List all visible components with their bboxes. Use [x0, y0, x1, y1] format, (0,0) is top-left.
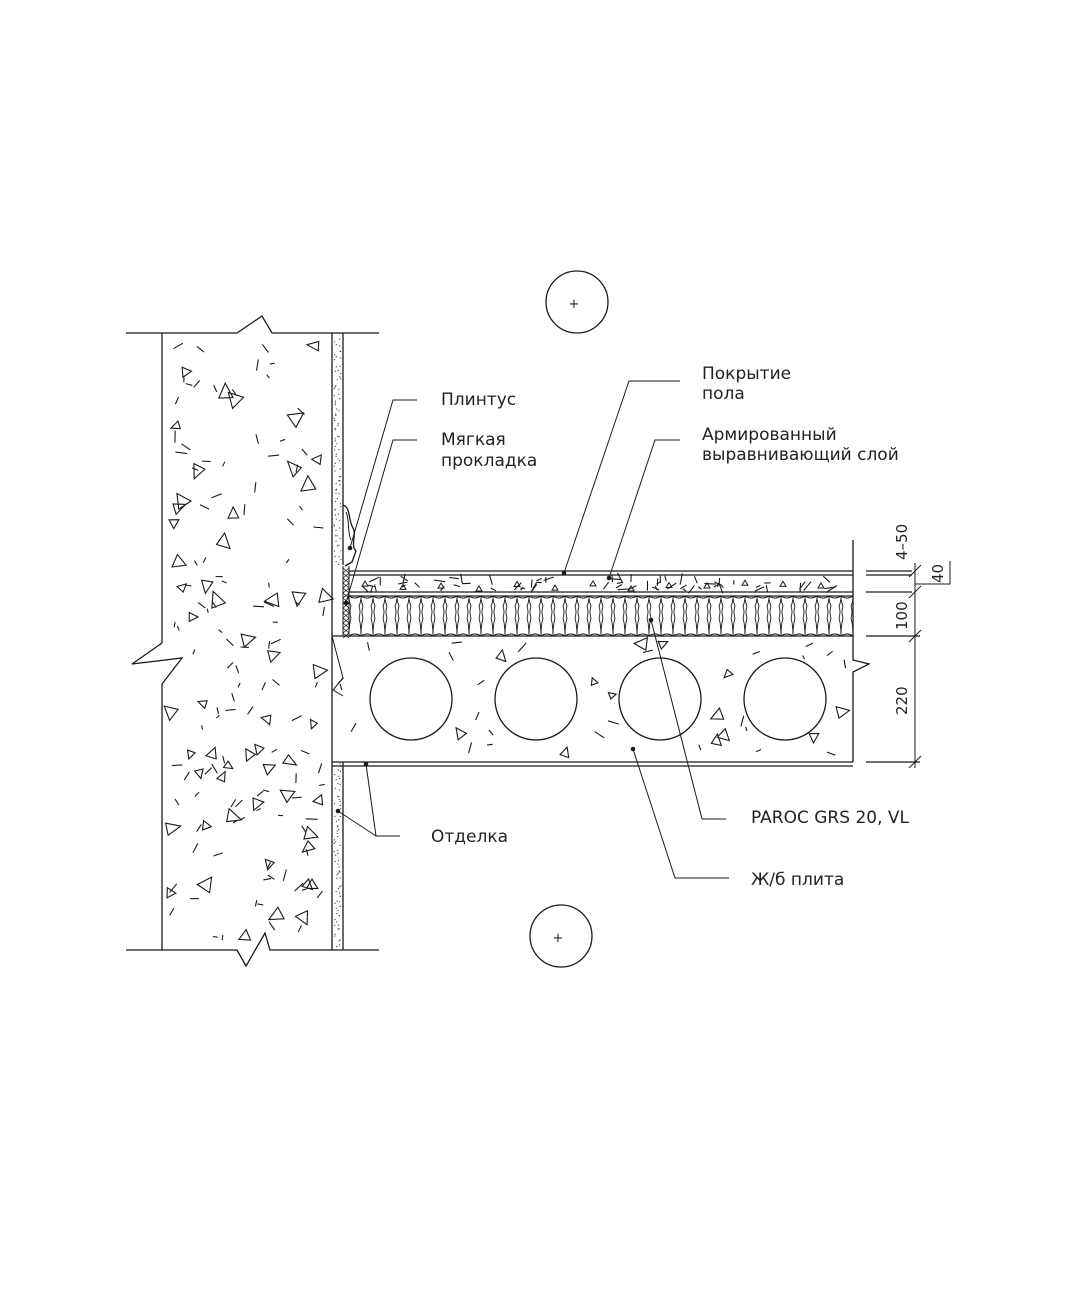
dimension-screed: 40 — [929, 564, 947, 583]
skirting-board — [342, 504, 357, 567]
hollow-core-slab — [331, 635, 920, 767]
label-screed-line1: Армированный — [702, 425, 837, 445]
label-plintus: Плинтус — [441, 390, 516, 410]
section-mark-bottom-symbol: + — [553, 931, 564, 946]
wall-concrete-hatch — [163, 340, 335, 941]
label-floor-cover-line2: пола — [702, 384, 745, 404]
floor-covering — [349, 570, 912, 576]
section-mark-top: + — [545, 270, 609, 334]
section-mark-top-symbol: + — [569, 297, 580, 312]
label-insulation: PAROC GRS 20, VL — [751, 808, 910, 828]
wall-finish-layer — [333, 333, 344, 950]
screed-hatch — [361, 572, 838, 594]
dimension-floor-cover: 4–50 — [893, 524, 911, 560]
label-finish: Отделка — [431, 827, 508, 847]
label-soft-pad-line1: Мягкая — [441, 430, 506, 450]
insulation-layer — [332, 595, 920, 637]
dimension-insulation: 100 — [893, 601, 911, 630]
soft-pad — [342, 566, 350, 639]
leader-screed — [606, 439, 680, 581]
slab-concrete-hatch — [337, 636, 851, 759]
dimension-slab: 220 — [893, 686, 911, 715]
section-mark-bottom: + — [529, 904, 593, 968]
leader-plintus — [347, 399, 417, 551]
leader-soft-pad — [343, 439, 417, 606]
concrete-wall — [126, 315, 379, 968]
leader-finish — [335, 761, 400, 837]
leader-floor-cover — [561, 380, 680, 576]
label-soft-pad-line2: прокладка — [441, 451, 537, 471]
dimension-chain: 4–50 40 100 220 — [893, 524, 951, 769]
label-screed-line2: выравнивающий слой — [702, 445, 899, 465]
screed-layer — [349, 572, 912, 597]
leader-slab — [630, 746, 729, 879]
wall-finish-hatch — [333, 338, 342, 948]
insulation-hatch — [348, 595, 854, 637]
label-floor-cover-line1: Покрытие — [702, 364, 791, 384]
leader-insulation — [648, 617, 726, 820]
label-slab: Ж/б плита — [751, 870, 844, 890]
